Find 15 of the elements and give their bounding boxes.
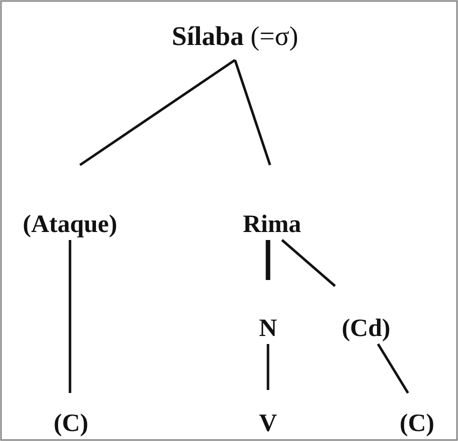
tree-node-label: Rima [242, 210, 302, 240]
tree-branch-line [266, 240, 270, 280]
tree-node-label: N [258, 314, 278, 344]
tree-branch-line [266, 344, 270, 390]
tree-branch-line [281, 239, 336, 287]
tree-node-label: (Ataque) [22, 210, 118, 240]
tree-branch-line [68, 240, 72, 393]
tree-branch-line [376, 343, 410, 394]
tree-node-label: (Cd) [342, 314, 390, 344]
tree-root-label: Sílaba (=σ) [172, 20, 298, 52]
tree-branch-line [234, 60, 272, 166]
tree-node-label: (C) [400, 409, 434, 439]
tree-branch-line [79, 58, 236, 166]
tree-node-label: (C) [54, 409, 88, 439]
tree-node-label: V [258, 409, 278, 439]
